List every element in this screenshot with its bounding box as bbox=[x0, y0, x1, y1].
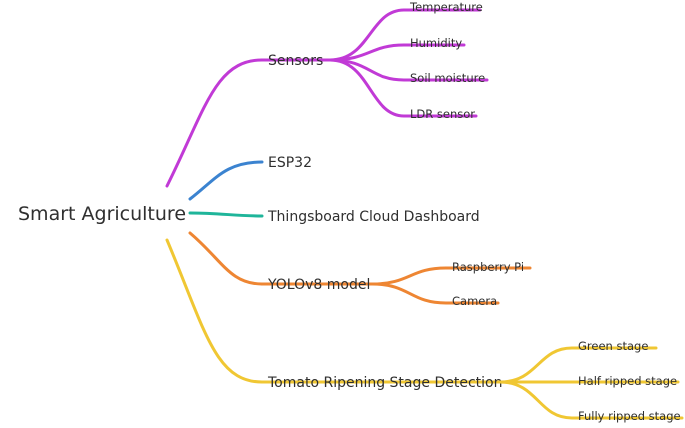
leaf-green-stage: Green stage bbox=[578, 339, 648, 353]
leaf-raspberry-pi: Raspberry Pi bbox=[452, 260, 524, 274]
leaf-fully-ripped-stage: Fully ripped stage bbox=[578, 409, 681, 423]
connector-sensors-to-ldr-sensor bbox=[328, 58, 478, 118]
branch-tomato-ripening: Tomato Ripening Stage Detection Green st… bbox=[165, 238, 684, 423]
leaf-camera: Camera bbox=[452, 294, 497, 308]
node-yolov8-model: YOLOv8 model bbox=[267, 277, 370, 293]
leaf-soil-moisture: Soil moisture bbox=[410, 71, 485, 85]
connector-sensors-to-temperature bbox=[328, 8, 482, 62]
root-node-smart-agriculture: Smart Agriculture bbox=[18, 203, 186, 225]
branch-yolov8: YOLOv8 model Raspberry Pi Camera bbox=[188, 231, 532, 308]
connector-root-to-esp32 bbox=[188, 160, 264, 201]
branch-sensors: Sensors Temperature Humidity Soil moistu… bbox=[165, 0, 489, 188]
leaf-half-ripped-stage: Half ripped stage bbox=[578, 374, 677, 388]
branch-esp32: ESP32 bbox=[188, 155, 312, 201]
node-esp32: ESP32 bbox=[268, 155, 312, 171]
leaf-ldr-sensor: LDR sensor bbox=[410, 107, 475, 121]
connector-yolov8-to-camera bbox=[370, 282, 500, 305]
connector-tomato-to-green-stage bbox=[498, 346, 658, 384]
leaf-humidity: Humidity bbox=[410, 36, 462, 50]
leaf-temperature: Temperature bbox=[409, 0, 483, 14]
node-thingsboard-cloud-dashboard: Thingsboard Cloud Dashboard bbox=[267, 209, 480, 225]
connector-tomato-to-fully-ripped bbox=[498, 380, 684, 420]
connector-root-to-yolov8 bbox=[188, 231, 264, 286]
node-tomato-ripening-stage-detection: Tomato Ripening Stage Detection bbox=[267, 375, 502, 391]
connector-root-to-tomato bbox=[165, 238, 264, 384]
branch-thingsboard: Thingsboard Cloud Dashboard bbox=[188, 209, 480, 225]
node-sensors: Sensors bbox=[268, 53, 323, 69]
connector-root-to-sensors bbox=[165, 58, 264, 188]
connector-root-to-thingsboard bbox=[188, 211, 264, 218]
